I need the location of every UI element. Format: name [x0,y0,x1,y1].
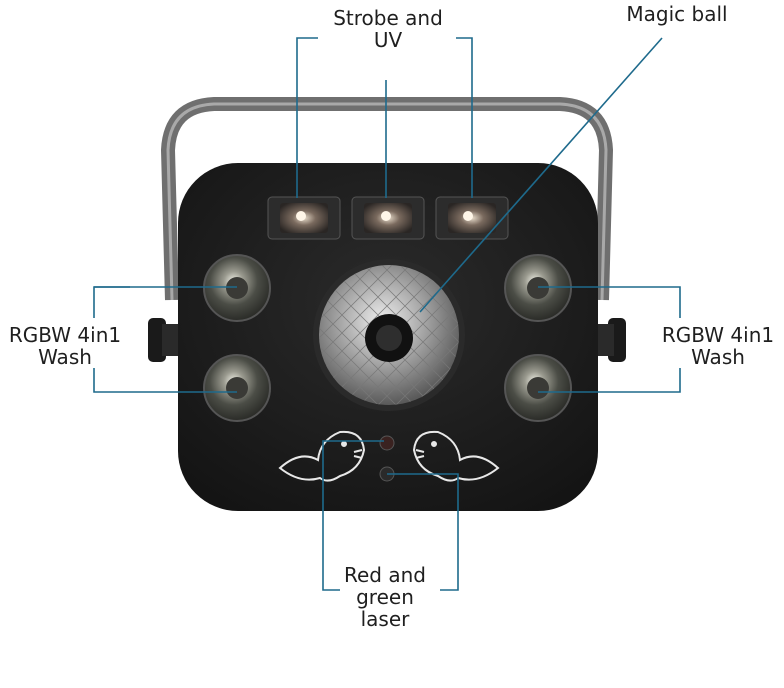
seal-logo-left-icon [278,430,366,482]
laser-label: Red and green laser [330,564,440,630]
laser-label-line-3: laser [360,607,410,631]
magic-ball-label: Magic ball [626,2,728,26]
strobe-uv-unit-2 [351,196,425,240]
wash-right-label: RGBW 4in1 Wash [652,324,784,368]
strobe-uv-unit-1 [267,196,341,240]
wash-left-label: RGBW 4in1 Wash [0,324,130,368]
wash-left-label-line-1: RGBW 4in1 [8,323,122,347]
wash-left-label-line-2: Wash [38,345,92,369]
laser-label-line-1: Red and [344,563,426,587]
strobe-uv-label: Strobe and UV [318,7,458,51]
wash-led-top-right [504,254,572,322]
strobe-uv-unit-3 [435,196,509,240]
magic-ball [313,259,465,411]
wash-right-label-line-1: RGBW 4in1 [661,323,775,347]
laser-label-line-2: green [356,585,414,609]
right-knob-icon [596,318,626,362]
left-knob-icon [148,318,180,362]
laser-aperture-top [379,435,395,451]
strobe-uv-label-line-2: UV [373,28,403,52]
wash-led-bottom-right [504,354,572,422]
wash-right-label-line-2: Wash [691,345,745,369]
strobe-uv-label-line-1: Strobe and [333,6,443,30]
callout-lines [93,37,681,591]
wash-led-top-left [203,254,271,322]
wash-led-bottom-left [203,354,271,422]
